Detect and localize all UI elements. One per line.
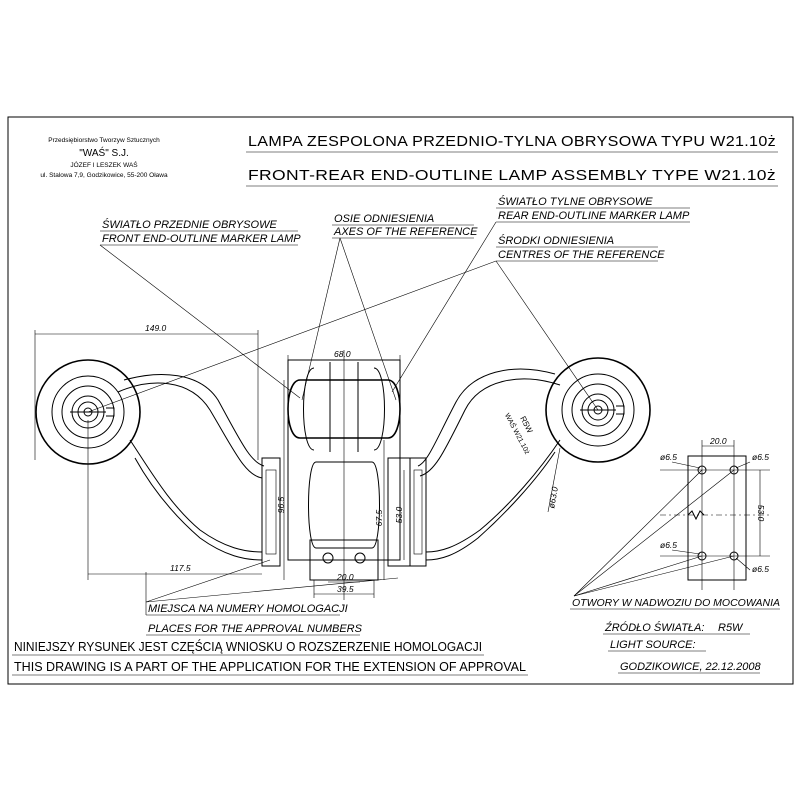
dim-67-5: 67.5 <box>374 509 384 526</box>
company-line-4: ul. Stalowa 7,9, Godzikowice, 55-200 Oła… <box>40 172 168 179</box>
label-places-pl: MIEJSCA NA NUMERY HOMOLOGACJI <box>148 603 348 615</box>
label-front-pl: ŚWIATŁO PRZEDNIE OBRYSOWE <box>102 218 277 231</box>
note-english: THIS DRAWING IS A PART OF THE APPLICATIO… <box>14 660 526 674</box>
left-arm-lower <box>129 439 263 553</box>
dim-68: 68.0 <box>334 349 351 359</box>
left-mount-plate <box>261 457 281 567</box>
dim-20: 20.0 <box>336 572 354 582</box>
dim-53: 53.0 <box>394 506 404 523</box>
rear-lamp-right <box>545 357 651 463</box>
lamp-mark-r5w: R5W <box>518 415 535 435</box>
label-rear-en: REAR END-OUTLINE MARKER LAMP <box>498 210 690 222</box>
callout-front-lamp: ŚWIATŁO PRZEDNIE OBRYSOWE FRONT END-OUTL… <box>99 218 301 399</box>
callout-rear-lamp: ŚWIATŁO TYLNE OBRYSOWE REAR END-OUTLINE … <box>391 195 690 393</box>
company-block: Przedsiębiorstwo Tworzyw Sztucznych "WAŚ… <box>40 137 168 179</box>
dim-h53: 53.0 <box>756 505 766 522</box>
dim-d63: ø63.0 <box>546 486 560 509</box>
drawing-frame <box>7 116 794 685</box>
left-arm-upper <box>117 382 263 479</box>
label-source-value: R5W <box>718 622 744 634</box>
lamp-marking: R5W WAŚ W21.10ż <box>503 412 535 457</box>
company-line-1: Przedsiębiorstwo Tworzyw Sztucznych <box>48 137 160 144</box>
company-line-3: JÓZEF I LESZEK WAŚ <box>70 160 138 169</box>
dim-149: 149.0 <box>145 323 167 333</box>
hole-dim-1: ø6.5 <box>660 452 677 462</box>
hole-dim-2: ø6.5 <box>752 452 769 462</box>
callout-axes: OSIE ODNIESIENIA AXES OF THE REFERENCE <box>301 213 478 401</box>
center-lamp-body <box>287 350 401 600</box>
mounting-holes-detail: 20.0 53.0 ø6.5 ø6.5 ø6.5 ø6.5 <box>660 436 770 590</box>
label-places-en: PLACES FOR THE APPROVAL NUMBERS <box>148 623 363 635</box>
label-source-en: LIGHT SOURCE: <box>610 639 696 651</box>
label-centres-en: CENTRES OF THE REFERENCE <box>498 249 665 261</box>
company-line-2: "WAŚ" S.J. <box>79 146 129 159</box>
label-rear-pl: ŚWIATŁO TYLNE OBRYSOWE <box>498 195 653 208</box>
label-axes-en: AXES OF THE REFERENCE <box>333 226 478 238</box>
callout-places: MIEJSCA NA NUMERY HOMOLOGACJI PLACES FOR… <box>145 559 399 636</box>
callout-centres: ŚRODKI ODNIESIENIA CENTRES OF THE REFERE… <box>87 234 665 413</box>
hole-dim-4: ø6.5 <box>752 564 769 574</box>
dim-96-5: 96.5 <box>276 496 286 513</box>
label-holes: OTWORY W NADWOZIU DO MOCOWANIA <box>572 597 780 609</box>
title-polish: LAMPA ZESPOLONA PRZEDNIO-TYLNA OBRYSOWA … <box>248 134 776 150</box>
label-axes-pl: OSIE ODNIESIENIA <box>334 213 434 225</box>
right-arm-lower <box>425 439 561 553</box>
label-centres-pl: ŚRODKI ODNIESIENIA <box>498 234 614 247</box>
dimensions: 149.0 68.0 96.5 67.5 53.0 117.5 20.0 39.… <box>34 323 561 598</box>
dim-h20: 20.0 <box>709 436 727 446</box>
note-polish: NINIEJSZY RYSUNEK JEST CZĘŚCIĄ WNIOSKU O… <box>14 639 482 654</box>
label-front-en: FRONT END-OUTLINE MARKER LAMP <box>102 233 301 245</box>
hole-dim-3: ø6.5 <box>660 540 677 550</box>
dim-117-5: 117.5 <box>170 563 191 573</box>
dim-39-5: 39.5 <box>337 584 354 594</box>
title-english: FRONT-REAR END-OUTLINE LAMP ASSEMBLY TYP… <box>248 168 776 184</box>
label-place-date: GODZIKOWICE, 22.12.2008 <box>620 661 761 673</box>
label-source-pl: ŹRÓDŁO ŚWIATŁA: <box>604 621 704 634</box>
right-arm-upper <box>419 378 561 477</box>
left-arm-outer <box>123 374 265 467</box>
